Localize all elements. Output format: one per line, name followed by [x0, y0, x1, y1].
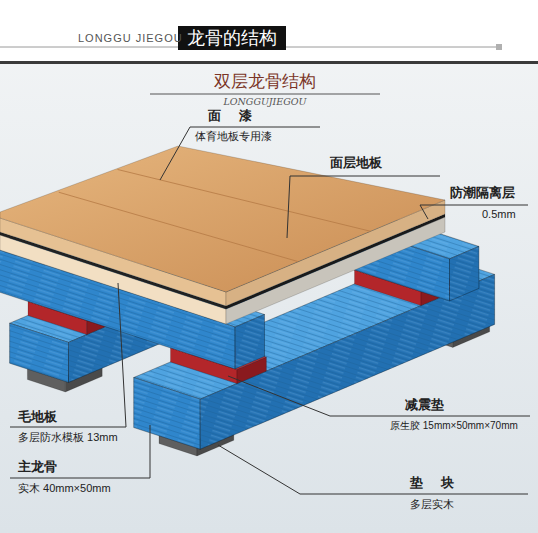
part-spec: 实木 40mm×50mm [18, 482, 111, 495]
rule-end-square [496, 44, 502, 50]
leader-line [218, 445, 528, 494]
subtitle-rule [150, 94, 380, 95]
section-title: 双层龙骨结构 [214, 72, 316, 92]
leader-line [10, 283, 126, 427]
part-spec: 原生胶 15mm×50mm×70mm [390, 420, 518, 432]
part-spec: 多层实木 [410, 498, 454, 511]
lower-joist-grain [10, 323, 69, 382]
part-name: 减震垫 [405, 398, 444, 413]
header-tag: LONGGU JIEGOU [78, 32, 183, 45]
leader-line [10, 425, 150, 478]
floor-structure [0, 146, 495, 456]
upper-joist [450, 246, 479, 301]
leader-line [228, 376, 530, 416]
part-name: 面层地板 [330, 156, 382, 171]
upper-joist-grain [450, 246, 479, 301]
part-name: 垫 块 [410, 476, 454, 491]
lower-joist-grain [134, 378, 201, 450]
part-name: 主龙骨 [18, 460, 57, 475]
upper-joist [235, 315, 264, 370]
board-top [0, 146, 445, 292]
upper-joist-grain [235, 315, 264, 370]
part-name: 防潮隔离层 [450, 186, 515, 201]
leader-line [160, 127, 320, 180]
section-subtitle: LONGGUJIEGOU [223, 97, 306, 108]
plank-seam [59, 192, 299, 261]
lower-joist [134, 378, 201, 450]
plank-seam [117, 169, 370, 231]
part-name: 毛地板 [18, 410, 57, 425]
header-bar [0, 61, 538, 64]
part-spec: 0.5mm [482, 208, 516, 221]
title-banner: 龙骨的结构 [178, 26, 286, 50]
part-name: 面 漆 [208, 109, 252, 124]
part-spec: 多层防水模板 13mm [18, 431, 118, 444]
part-spec: 体育地板专用漆 [195, 130, 272, 143]
header-band [0, 0, 538, 61]
leader-lines [10, 127, 530, 494]
leader-line [287, 176, 440, 238]
lower-joist [10, 323, 69, 382]
